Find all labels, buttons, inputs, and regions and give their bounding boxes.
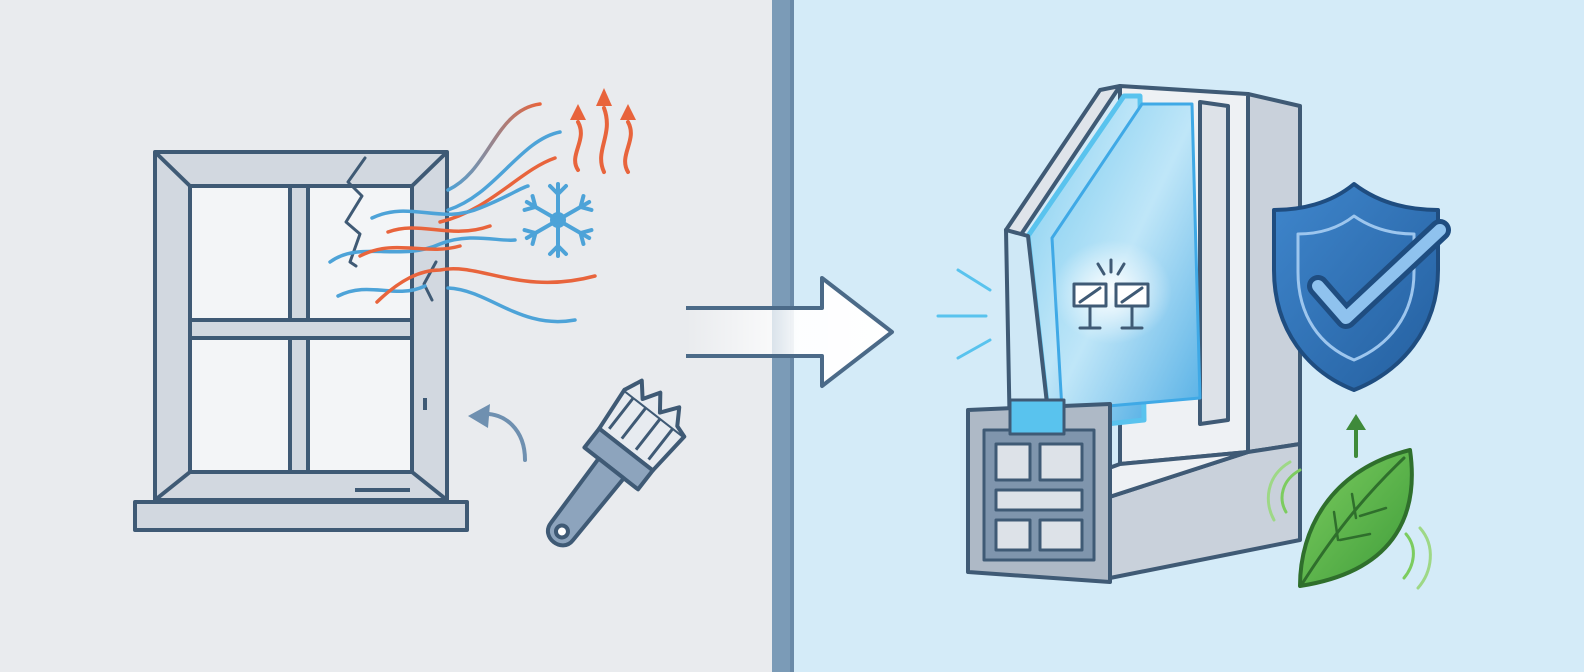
heat-loss-arrows-icon: [570, 88, 636, 174]
old-drafty-window-icon: [133, 150, 469, 532]
right-arrow-icon: [686, 276, 894, 388]
draft-waves-icon: [328, 102, 597, 324]
soundproof-icon: [1072, 258, 1150, 330]
eco-leaf-icon: [1266, 414, 1432, 590]
sound-blocked-lines-icon: [936, 268, 992, 360]
repaint-curved-arrow-icon: [468, 404, 527, 462]
shield-check-icon: [1272, 182, 1451, 392]
paintbrush-icon: [546, 378, 687, 548]
snowflake-icon: [522, 182, 594, 258]
